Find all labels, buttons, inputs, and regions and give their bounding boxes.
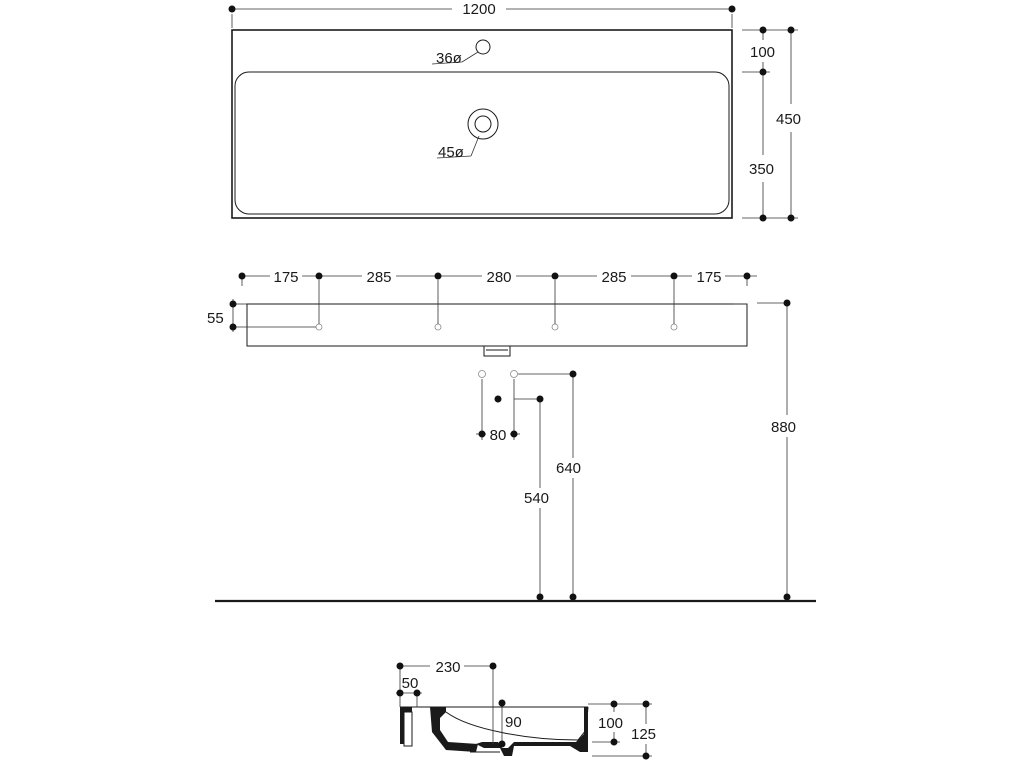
rim-dot-top [759,26,767,34]
wall-label: 50 [402,675,419,692]
height-total-label: 125 [631,726,656,743]
total-height-dot-bottom [642,752,650,760]
section-basin-curve [445,706,589,741]
section-depth-label: 230 [435,659,460,676]
section-back-wall [400,707,412,744]
width-label: 1200 [462,1,495,18]
spacing-label-5: 175 [696,269,721,286]
spacing-dot-5 [743,272,751,280]
wall-dot-left [396,689,404,697]
rim-depth-label: 100 [750,44,775,61]
tap-hole-leader [461,51,479,63]
basin-depth-label: 350 [749,161,774,178]
waste-point [494,395,502,403]
spacing-label-1: 175 [273,269,298,286]
supply-height-dot-bottom [569,593,577,601]
offset-dot-bottom [229,323,237,331]
bracket-offset-label: 55 [207,310,224,327]
basin-inner-outline [234,71,730,215]
drain-outlet [483,346,511,357]
tap-hole-label: 36ø [436,50,462,67]
supply-hole-right [510,370,518,378]
top-view: 36ø 45ø 1200 100 350 450 [228,1,801,222]
supply-height-label: 640 [556,460,581,477]
basin-front-outline [246,303,748,347]
rim-dot-bottom [759,68,767,76]
spacing-label-3: 280 [486,269,511,286]
inner-depth-label: 90 [505,714,522,731]
drain-height-dot-top [536,395,544,403]
section-wall-body [403,711,413,747]
width-dot-right [728,5,736,13]
tap-hole-leader-tail [431,61,463,65]
wall-dot-right [413,689,421,697]
spacing-dot-4 [670,272,678,280]
total-dot-top [787,26,795,34]
spacing-dot-3 [551,272,559,280]
rim-height-dot-bottom [783,593,791,601]
width-dot-left [228,5,236,13]
spacing-dot-1 [315,272,323,280]
drain-height-dot-bottom [536,593,544,601]
spacing-dot-0 [238,272,246,280]
bracket-hole-2 [434,323,442,331]
total-dot-bottom [787,214,795,222]
section-view: 230 50 90 100 125 [396,659,656,760]
spacing-dot-2 [434,272,442,280]
spacing-label-4: 285 [601,269,626,286]
inner-height-dot-bottom [610,738,618,746]
drain-hole-leader-tail [436,155,472,159]
rim-height-label: 880 [771,419,796,436]
depth-dot-left [396,662,404,670]
bracket-hole-3 [551,323,559,331]
section-overflow-channel [430,707,478,752]
supply-spacing-dot-left [478,430,486,438]
inner-depth-dot-bottom [498,740,506,748]
drain-hole-outer [467,108,499,140]
total-height-dot-top [642,700,650,708]
basin-outer-outline [231,29,733,219]
rim-height-dot-top [783,299,791,307]
basin-dot-bottom [759,214,767,222]
drain-hole-inner [474,115,492,133]
supply-spacing-label: 80 [490,427,507,444]
inner-depth-dot-top [498,699,506,707]
drain-hole-leader [470,135,480,157]
section-bottom-outline [476,707,588,756]
total-depth-label: 450 [776,111,801,128]
depth-dot-right [489,662,497,670]
drain-height-label: 540 [524,490,549,507]
height-inner-label: 100 [598,715,623,732]
tap-hole [475,39,491,55]
drain-hole-label: 45ø [438,144,464,161]
bracket-hole-4 [670,323,678,331]
supply-height-dot-top [569,370,577,378]
supply-spacing-dot-right [510,430,518,438]
inner-height-dot-top [610,700,618,708]
supply-hole-left [478,370,486,378]
offset-dot-top [229,300,237,308]
spacing-label-2: 285 [366,269,391,286]
bracket-hole-1 [315,323,323,331]
front-view: 175 285 280 285 175 55 80 540 640 [207,269,816,603]
